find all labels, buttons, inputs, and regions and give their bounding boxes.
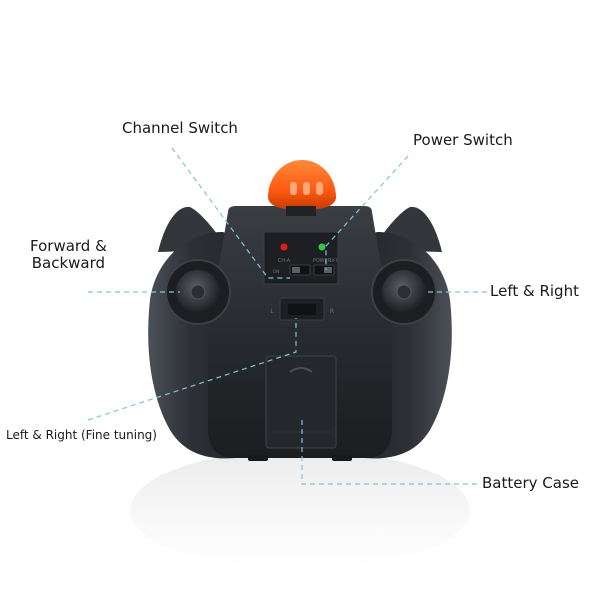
battery-case-label: Battery Case <box>482 474 579 492</box>
trim-switch[interactable] <box>288 304 316 315</box>
fine-tuning-label-text: Left & Right (Fine tuning) <box>6 428 157 442</box>
antenna-cap-window-3 <box>316 182 323 195</box>
forward-backward-label-line-2: Backward <box>31 254 106 273</box>
channel-switch-label-text: Channel Switch <box>122 119 238 137</box>
trim-left-caption: L <box>270 308 274 315</box>
power-switch-knob <box>324 267 332 273</box>
left-right-label-text: Left & Right <box>490 282 579 300</box>
channel-led-caption: CH-A <box>278 258 291 264</box>
left-right-label: Left & Right <box>490 282 579 300</box>
callout-line-power-switch <box>325 155 409 270</box>
switch-on-caption: ON <box>273 269 280 275</box>
power-switch-label-text: Power Switch <box>413 131 513 149</box>
battery-case-latch <box>289 367 313 373</box>
antenna-cap <box>268 160 336 210</box>
left-joystick-cap <box>190 284 206 300</box>
callout-line-battery-case <box>301 420 478 485</box>
right-foot <box>332 455 352 461</box>
channel-led <box>280 243 288 251</box>
channel-switch-knob <box>292 267 300 273</box>
switch-off-caption: OFF <box>330 258 339 264</box>
antenna-base <box>286 206 316 216</box>
battery-case <box>265 355 337 449</box>
right-joystick-cap <box>396 284 412 300</box>
power-led <box>318 243 326 251</box>
antenna-cap-window-2 <box>303 182 310 195</box>
power-led-caption: POWER <box>313 258 332 264</box>
power-switch-label: Power Switch <box>413 131 513 149</box>
floor-reflection <box>130 450 470 570</box>
callout-line-fine-tuning <box>87 318 297 421</box>
battery-case-label-text: Battery Case <box>482 474 579 492</box>
antenna-cap-window-1 <box>290 182 297 195</box>
fine-tuning-label: Left & Right (Fine tuning) <box>6 428 157 443</box>
forward-backward-label-line-1: Forward & <box>30 237 107 255</box>
left-foot <box>248 455 268 461</box>
controller-body <box>208 206 392 458</box>
channel-switch-label: Channel Switch <box>122 119 238 137</box>
forward-backward-label: Forward & Backward <box>30 237 107 273</box>
trim-right-caption: R <box>330 308 334 315</box>
